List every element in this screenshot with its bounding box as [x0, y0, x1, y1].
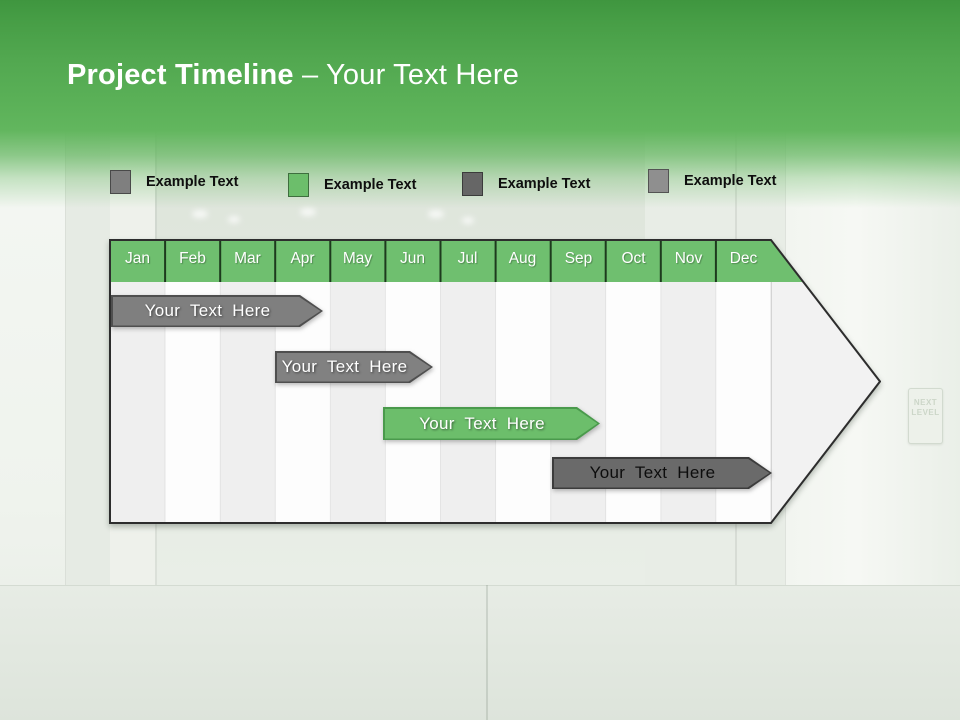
bar-label: Your Text Here [419, 413, 545, 433]
page-title: Project Timeline – Your Text Here [67, 59, 519, 92]
timeline-bar-3: Your Text Here [383, 407, 600, 440]
sign-text: LEVEL [911, 408, 940, 417]
bar-border: Your Text Here [552, 457, 772, 489]
legend-item: Example Text [648, 167, 776, 195]
month-label: Aug [508, 250, 537, 267]
bar-border: Your Text Here [275, 351, 433, 383]
month-label: May [342, 250, 373, 267]
legend-label: Example Text [324, 177, 417, 193]
next-level-sign: NEXT LEVEL [908, 388, 943, 444]
month-label: Feb [179, 250, 206, 267]
legend-label: Example Text [146, 174, 239, 190]
month-label: Oct [621, 250, 646, 267]
legend-swatch [462, 172, 483, 196]
month-label: Jan [125, 250, 150, 267]
month-label: Sep [564, 250, 593, 267]
timeline-bar-4: Your Text Here [552, 457, 772, 489]
bar-fill: Your Text Here [554, 459, 770, 488]
legend-swatch [288, 173, 309, 197]
bg-floor [0, 585, 960, 720]
month-label: Jul [457, 250, 478, 267]
month-label: Dec [729, 250, 758, 267]
legend-swatch [110, 170, 131, 194]
bar-fill: Your Text Here [385, 409, 598, 439]
month-label: Mar [234, 250, 261, 267]
legend-item: Example Text [288, 171, 416, 199]
bar-label: Your Text Here [281, 357, 408, 376]
title-bold-part: Project Timeline [67, 59, 294, 91]
bar-border: Your Text Here [111, 295, 323, 327]
timeline-bar-1: Your Text Here [111, 295, 323, 327]
sign-text: NEXT [913, 398, 938, 407]
bg-floor-seam [486, 585, 488, 720]
legend-label: Example Text [684, 173, 777, 189]
bar-label: Your Text Here [589, 463, 716, 482]
bg-ceiling-light [462, 217, 474, 224]
bar-border: Your Text Here [383, 407, 600, 440]
bar-label: Your Text Here [144, 301, 271, 320]
month-label: Jun [400, 250, 425, 267]
bar-fill: Your Text Here [277, 353, 431, 382]
legend-item: Example Text [462, 170, 590, 198]
month-label: Nov [674, 250, 703, 267]
title-light-part: – Your Text Here [301, 59, 520, 91]
month-label: Apr [290, 250, 315, 267]
legend-item: Example Text [110, 168, 238, 196]
bar-fill: Your Text Here [113, 297, 321, 326]
legend-swatch [648, 169, 669, 193]
timeline-bar-2: Your Text Here [275, 351, 433, 383]
bg-ceiling-light [228, 216, 240, 223]
legend-label: Example Text [498, 176, 591, 192]
